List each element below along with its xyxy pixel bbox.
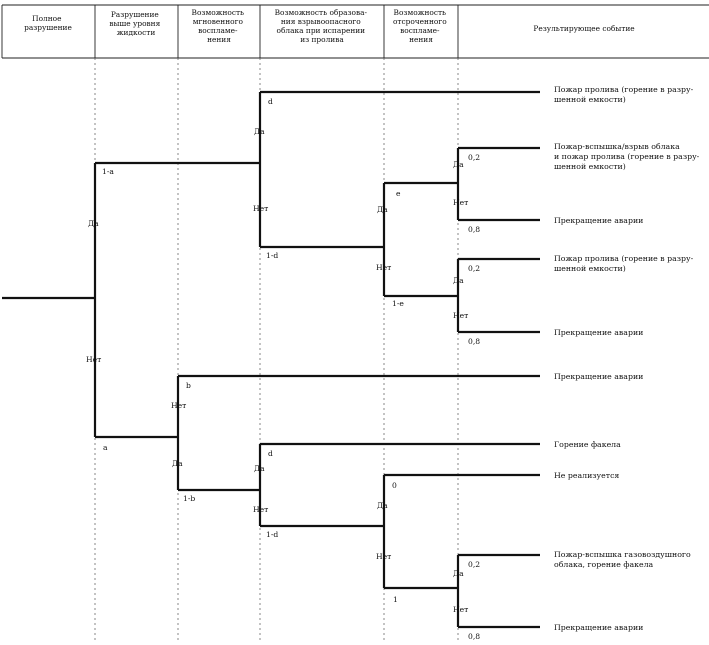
prob-1: 1 <box>393 595 398 604</box>
column-header-resulting-event: Результирующее событие <box>533 24 634 33</box>
prob-0-8-a: 0,8 <box>468 225 480 234</box>
outcome-4: Пожар пролива (горение в разру- шенной е… <box>554 254 696 273</box>
prob-0-2-b: 0,2 <box>468 264 480 273</box>
node-1-yes-label: Да <box>88 219 99 228</box>
node-5-yes-label: Да <box>453 160 464 169</box>
outcome-10: Прекращение аварии <box>554 623 643 632</box>
column-header-rupture-above-liquid: Разрушение выше уровня жидкости <box>109 10 162 37</box>
column-header-full-rupture: Полное разрушение <box>24 14 72 32</box>
outcome-labels: Пожар пролива (горение в разру- шенной е… <box>554 85 702 632</box>
outcome-3: Прекращение аварии <box>554 216 643 225</box>
column-header-delayed-ignition: Возможность отсроченного воспламе- нения <box>393 8 449 44</box>
node-8-yes-label: Да <box>377 501 388 510</box>
tree-branches <box>2 90 540 629</box>
node-1-no-label: Нет <box>86 355 101 364</box>
prob-a: a <box>103 443 108 452</box>
node-9-no-label: Нет <box>453 605 468 614</box>
prob-1-minus-e: 1-e <box>392 299 404 308</box>
prob-d-bottom: d <box>268 449 273 458</box>
node-6-yes-label: Да <box>453 276 464 285</box>
node-7-yes-label: Да <box>254 464 265 473</box>
prob-0-8-c: 0,8 <box>468 632 480 641</box>
node-8-no-label: Нет <box>376 552 391 561</box>
outcome-9: Пожар-вспышка газовоздушного облака, гор… <box>554 550 693 569</box>
outcome-1: Пожар пролива (горение в разру- шенной е… <box>554 85 696 104</box>
outcome-6: Прекращение аварии <box>554 372 643 381</box>
probability-labels: 1-a a d 1-d e 1-e 0,2 0,8 0,2 0,8 b 1-b … <box>102 97 480 641</box>
node-4-yes-label: Да <box>377 205 388 214</box>
node-labels: Да Нет Да Нет Да Нет Да Нет Да Нет Нет Д… <box>86 127 468 614</box>
prob-1-minus-d-bottom: 1-d <box>266 530 278 539</box>
node-7-no-label: Нет <box>253 505 268 514</box>
prob-d-top: d <box>268 97 273 106</box>
prob-e: e <box>396 189 401 198</box>
node-5-no-label: Нет <box>453 198 468 207</box>
node-3-no-label: Нет <box>253 204 268 213</box>
node-4-no-label: Нет <box>376 263 391 272</box>
node-2-yes-label: Да <box>172 459 183 468</box>
prob-0: 0 <box>392 481 397 490</box>
node-3-yes-label: Да <box>254 127 265 136</box>
prob-0-2-c: 0,2 <box>468 560 480 569</box>
column-header-instant-ignition: Возможность мгновенного воспламе- нения <box>192 8 247 44</box>
outcome-7: Горение факела <box>554 440 621 449</box>
prob-0-2-a: 0,2 <box>468 153 480 162</box>
prob-1-minus-d-top: 1-d <box>266 251 278 260</box>
node-9-yes-label: Да <box>453 569 464 578</box>
node-6-no-label: Нет <box>453 311 468 320</box>
prob-1-minus-b: 1-b <box>183 494 195 503</box>
header-grid <box>1 4 709 59</box>
prob-b: b <box>186 381 191 390</box>
node-2-no-label: Нет <box>171 401 186 410</box>
column-guides <box>94 58 459 640</box>
outcome-2: Пожар-вспышка/взрыв облака и пожар проли… <box>554 142 702 171</box>
column-header-explosive-cloud: Возможность образова- ния взрывоопасного… <box>275 8 370 44</box>
outcome-8: Не реализуется <box>554 471 619 480</box>
outcome-5: Прекращение аварии <box>554 328 643 337</box>
prob-1-minus-a: 1-a <box>102 167 114 176</box>
prob-0-8-b: 0,8 <box>468 337 480 346</box>
